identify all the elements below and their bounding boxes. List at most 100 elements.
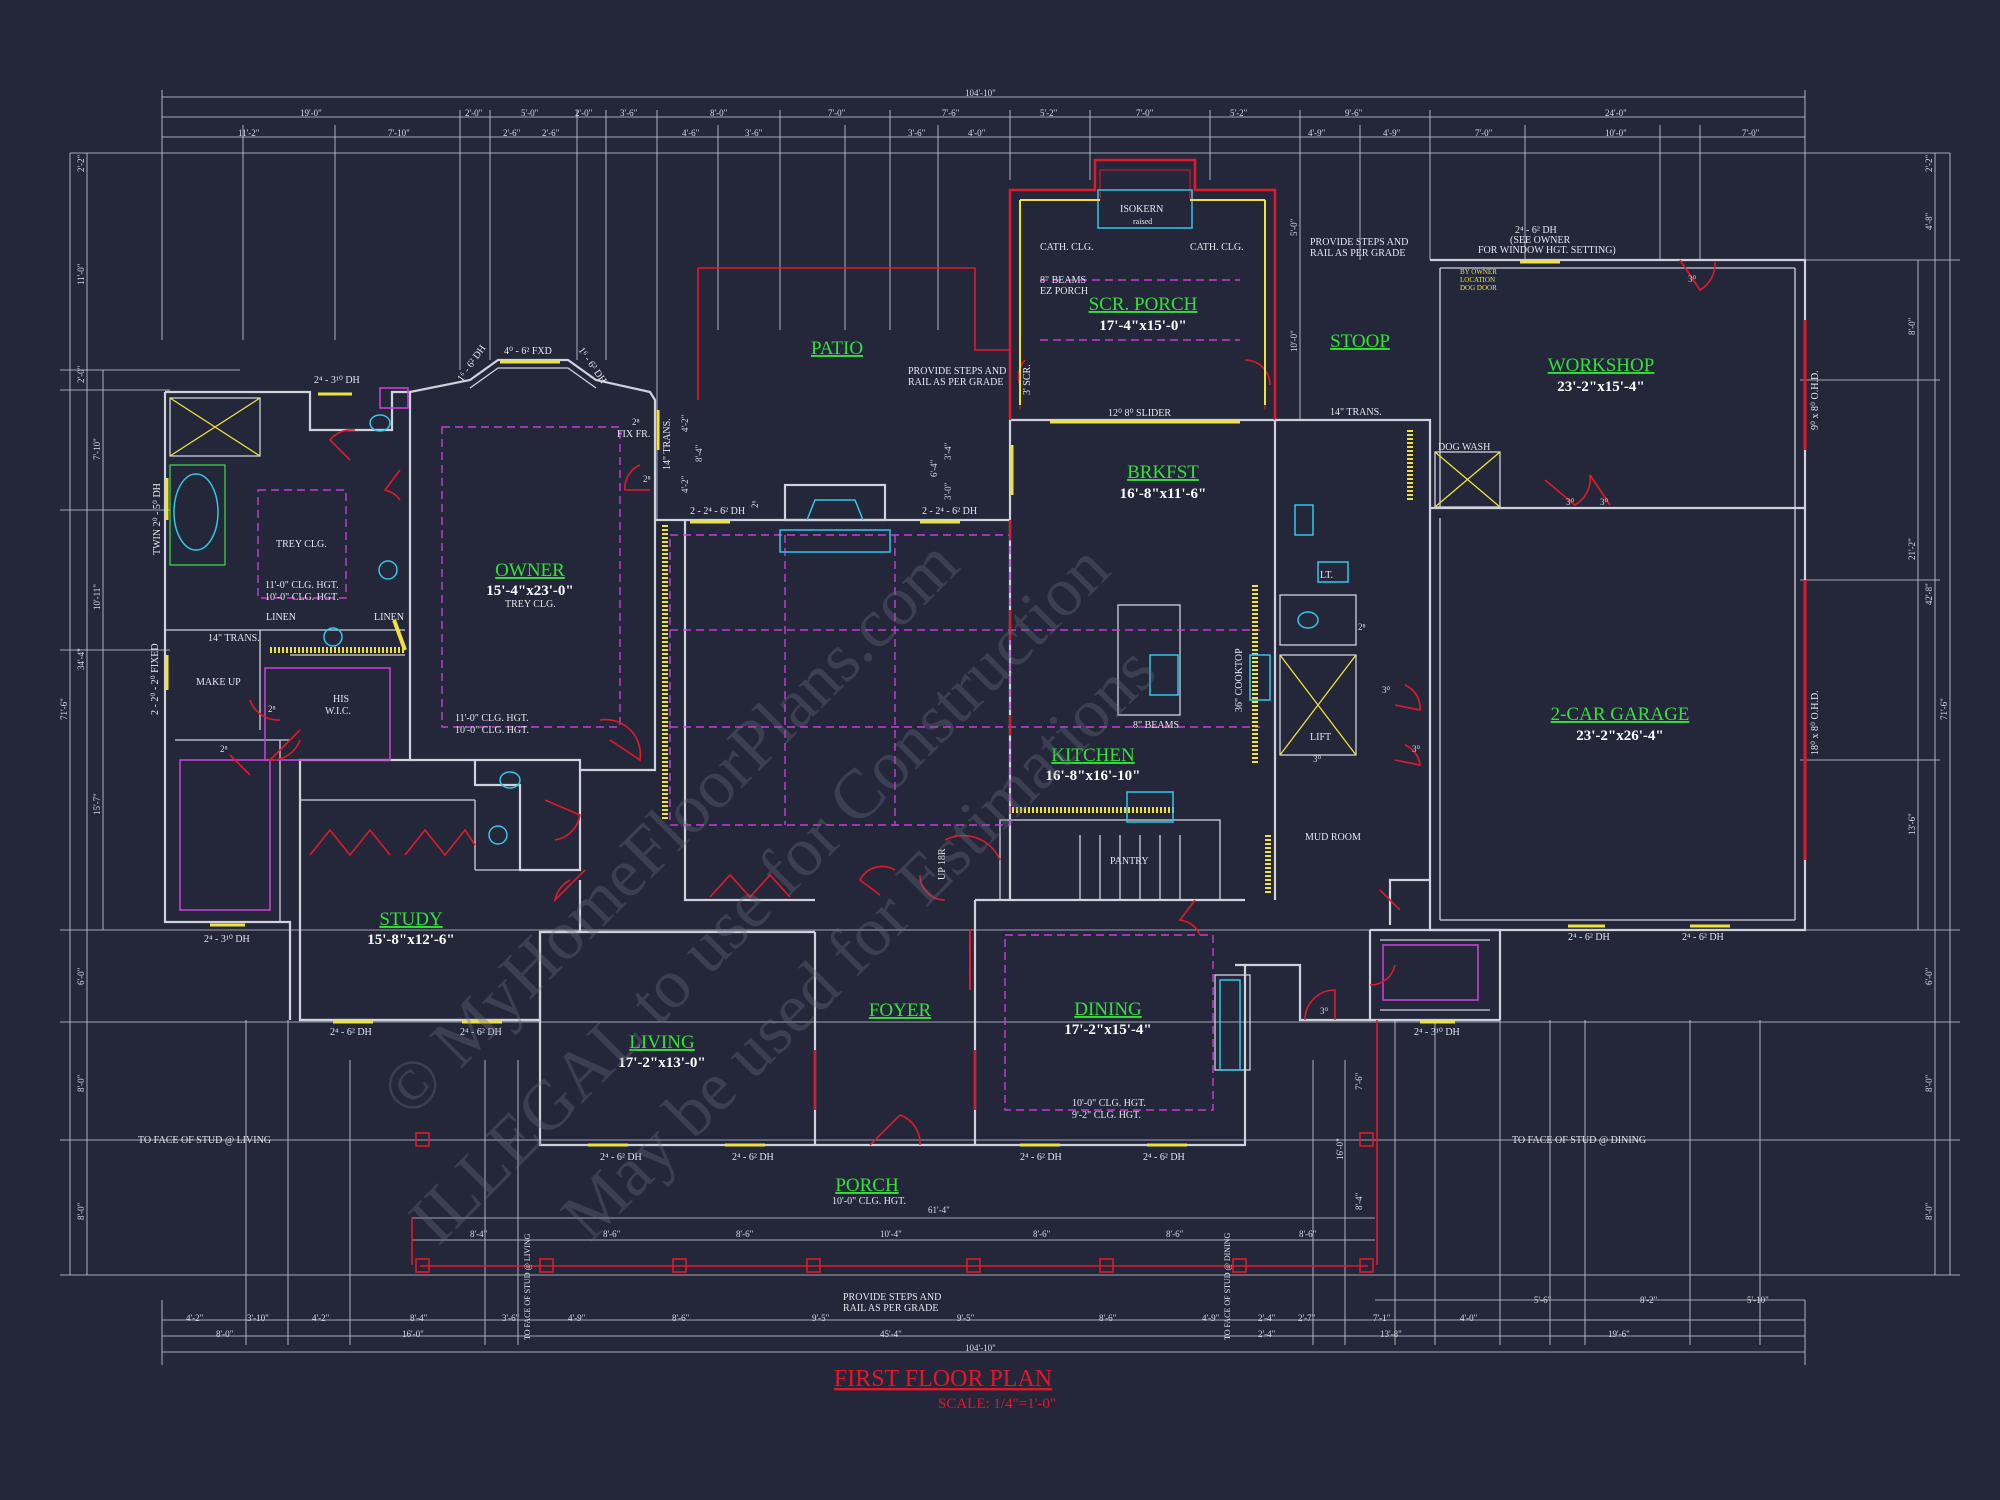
dim-center-v1: 3'-4": [943, 442, 953, 460]
note-by-owner-2: LOCATION: [1460, 276, 1495, 284]
dim-bot-r1-1: 3'-10": [247, 1313, 269, 1323]
dim-door-3-g: 3⁰: [1320, 1006, 1329, 1016]
dim-center-v2: 6'-4": [929, 459, 939, 477]
dim-top-r2-10: 7'-0": [1475, 128, 1493, 138]
room-dining-name: DINING: [1074, 999, 1142, 1020]
dim-bottom-overall: 104'-10": [965, 1343, 996, 1353]
dim-door-2-d: 2⁸: [220, 744, 228, 754]
dim-porch-4: 8'-6": [1033, 1229, 1051, 1239]
dim-top-r2-11: 10'-0": [1605, 128, 1627, 138]
watermark-line-3: May be used for Estimations: [547, 631, 1171, 1255]
dim-right-7: 6'-0": [1924, 967, 1934, 985]
dim-top-r2-4: 4'-6": [682, 128, 700, 138]
dim-door-3-b: 3⁰: [1566, 497, 1575, 507]
room-kitchen-name: KITCHEN: [1051, 745, 1135, 766]
dim-left-2: 2'-0": [76, 365, 86, 383]
dim-bot-r1-12: 2'-7": [1298, 1313, 1316, 1323]
dim-top-r1-4: 3'-6": [620, 108, 638, 118]
dim-door-2-b: 2⁸: [643, 474, 651, 484]
room-patio-name: PATIO: [811, 338, 863, 359]
dim-stoop-v2: 10'-0": [1289, 330, 1299, 352]
dim-center-v3: 3'-0": [943, 482, 953, 500]
room-dining-size: 17'-2"x15'-4": [1064, 1022, 1151, 1038]
room-workshop-name: WORKSHOP: [1548, 355, 1655, 376]
room-stoop-name: STOOP: [1330, 331, 1390, 352]
note-lt: LT.: [1320, 570, 1333, 581]
dim-porch-6: 8'-6": [1299, 1229, 1317, 1239]
dim-top-r1-5: 8'-0": [710, 108, 728, 118]
dim-top-r1-0: 19'-0": [300, 108, 322, 118]
dim-bot-r1-14: 4'-0": [1460, 1313, 1478, 1323]
dim-left-9: 8'-0": [76, 1074, 86, 1092]
note-dh-owner-3: FOR WINDOW HGT. SETTING): [1478, 245, 1616, 256]
dim-left-8: 6'-0": [76, 967, 86, 985]
note-dh-dining-2: 2⁴ - 6² DH: [1143, 1152, 1185, 1163]
dim-door-2-c: 2⁸: [268, 704, 276, 714]
fixtures: [169, 414, 1349, 1071]
room-garage-size: 23'-2"x26'-4": [1576, 728, 1663, 744]
dim-door-3-e: 3⁰: [1412, 744, 1421, 754]
dim-left-7: 71'-6": [59, 698, 69, 720]
dim-top-r1-8: 5'-2": [1040, 108, 1058, 118]
note-cath-clg-1: CATH. CLG.: [1040, 242, 1094, 253]
note-linen-2: LINEN: [374, 612, 404, 623]
dim-left-4: 10'-11": [92, 584, 102, 610]
plan-scale: SCALE: 1/4"=1'-0": [938, 1396, 1056, 1412]
note-mud-room: MUD ROOM: [1305, 832, 1361, 843]
dim-stoop-v1: 5'-0": [1289, 218, 1299, 236]
dim-right-9: 8'-0": [1924, 1202, 1934, 1220]
dim-left-6: 34'-4": [76, 648, 86, 670]
note-dh-patio-right: 2 - 2⁴ - 6² DH: [922, 506, 977, 517]
note-ohd-bottom: 18⁰ x 8⁰ O.H.D.: [1810, 690, 1821, 755]
note-clg-owner-1: 11'-0" CLG. HGT.: [455, 713, 529, 724]
dim-bot-r1-3: 8'-4": [410, 1313, 428, 1323]
dim-patio-v2: 8'-4": [694, 444, 704, 462]
note-ez-porch: EZ PORCH: [1040, 286, 1088, 297]
room-kitchen-size: 16'-8"x16'-10": [1046, 768, 1141, 784]
room-scr-porch-size: 17'-4"x15'-0": [1099, 318, 1186, 334]
dim-right-5: 13'-6": [1907, 813, 1917, 835]
dim-bot-r1-15: 5'-6": [1534, 1295, 1552, 1305]
note-face-stud-living: TO FACE OF STUD @ LIVING: [138, 1135, 271, 1146]
dim-porch-2: 8'-6": [736, 1229, 754, 1239]
dimension-lines: [60, 90, 1960, 1365]
room-labels: SCR. PORCH 17'-4"x15'-0" PATIO STOOP WOR…: [367, 294, 1689, 1207]
framing-doors: [229, 259, 1807, 1273]
dim-top-r1-7: 7'-6": [942, 108, 960, 118]
watermark-line-2: ILLEGAL to use for Construction: [395, 530, 1124, 1259]
dim-top-r1-2: 5'-0": [521, 108, 539, 118]
note-trans-14-owner: 14" TRANS.: [662, 418, 673, 470]
room-brkfst-size: 16'-8"x11'-6": [1120, 486, 1207, 502]
dim-bot-r2-0: 8'-0": [216, 1329, 234, 1339]
note-beams-ez: 8" BEAMS: [1040, 275, 1086, 286]
note-dh-study-2: 2⁴ - 6² DH: [460, 1027, 502, 1038]
note-dh-owner-2: (SEE OWNER: [1510, 235, 1571, 246]
note-fxd-bay: 4⁰ - 6² FXD: [504, 346, 552, 357]
dim-top-r1-6: 7'-0": [828, 108, 846, 118]
dim-door-3-f: 3⁰: [1313, 754, 1322, 764]
dim-right-4: 42'-8": [1924, 583, 1934, 605]
dim-top-r1-1: 2'-0": [465, 108, 483, 118]
note-dh-living-1: 2⁴ - 6² DH: [600, 1152, 642, 1163]
dim-bot-r2-4: 13'-8": [1380, 1329, 1402, 1339]
note-linen-1: LINEN: [266, 612, 296, 623]
ceiling-lines: [179, 279, 1479, 1111]
note-clg-dining-2: 9'-2" CLG. HGT.: [1072, 1110, 1141, 1121]
dim-porch-v2: 7'-6": [1354, 1072, 1364, 1090]
dim-bot-r1-0: 4'-2": [186, 1313, 204, 1323]
room-study-name: STUDY: [379, 909, 443, 930]
note-dh-study-1: 2⁴ - 6² DH: [330, 1027, 372, 1038]
dim-top-r1-9: 7'-0": [1136, 108, 1154, 118]
dim-porch-v1: 16'-0": [1335, 1138, 1345, 1160]
room-scr-porch-name: SCR. PORCH: [1089, 294, 1198, 315]
walls: [163, 158, 1807, 1147]
note-trey-clg-bath: TREY CLG.: [276, 539, 327, 550]
note-clg-dining-1: 10'-0" CLG. HGT.: [1072, 1098, 1146, 1109]
note-steps-stoop-2: RAIL AS PER GRADE: [1310, 248, 1405, 259]
dim-porch-3: 10'-4": [880, 1229, 902, 1239]
note-by-owner-3: DOG DOOR: [1460, 284, 1497, 292]
dim-bot-r2-1: 16'-0": [402, 1329, 424, 1339]
room-garage-name: 2-CAR GARAGE: [1551, 704, 1690, 725]
room-study-size: 15'-8"x12'-6": [367, 932, 454, 948]
dim-right-8: 8'-0": [1924, 1074, 1934, 1092]
